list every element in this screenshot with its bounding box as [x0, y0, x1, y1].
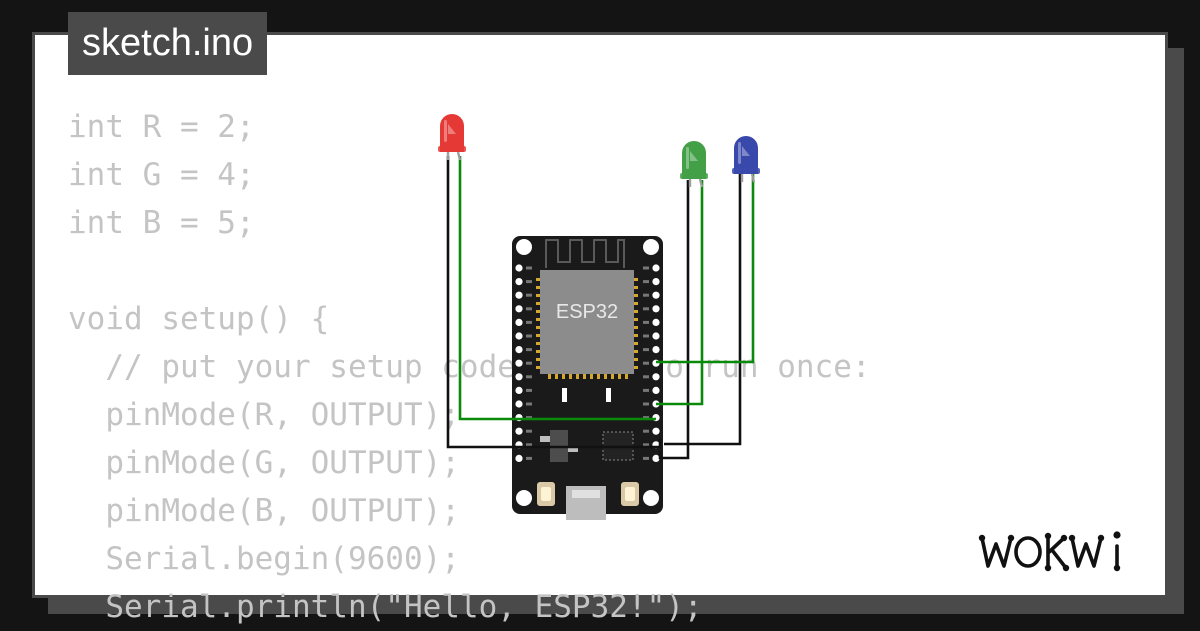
pin-hole-right[interactable] — [652, 373, 660, 381]
pin-hole-right[interactable] — [652, 346, 660, 354]
code-line: pinMode(B, OUTPUT); — [68, 493, 460, 529]
pin-hole-left[interactable] — [515, 346, 523, 354]
pin-hole-left[interactable] — [515, 318, 523, 326]
pin-hole-right[interactable] — [652, 386, 660, 394]
pin-hole-left[interactable] — [515, 427, 523, 435]
pin-hole-right[interactable] — [652, 427, 660, 435]
wires — [446, 156, 755, 460]
wokwi-logo[interactable] — [976, 526, 1152, 578]
code-line: Serial.begin(9600); — [68, 541, 460, 577]
code-line: Serial.println("Hello, ESP32!"); — [68, 589, 703, 625]
code-line: int G = 4; — [68, 157, 255, 193]
wire-green-signal — [656, 180, 704, 406]
wire-blue-gnd — [664, 172, 742, 446]
code-line: void setup() { — [68, 301, 330, 337]
pin-hole-right[interactable] — [652, 278, 660, 286]
pin-hole-left[interactable] — [515, 264, 523, 272]
chip-label: ESP32 — [556, 301, 618, 323]
pin-hole-left[interactable] — [515, 454, 523, 462]
wire-red-gnd — [446, 156, 662, 449]
pin-hole-left[interactable] — [515, 278, 523, 286]
code-line: int B = 5; — [68, 205, 255, 241]
pin-hole-left[interactable] — [515, 305, 523, 313]
pin-hole-left[interactable] — [515, 373, 523, 381]
led-blue[interactable] — [732, 136, 760, 183]
pin-hole-right[interactable] — [652, 454, 660, 462]
pin-hole-right[interactable] — [652, 264, 660, 272]
code-line: pinMode(R, OUTPUT); — [68, 397, 460, 433]
pin-hole-left[interactable] — [515, 359, 523, 367]
pin-hole-left[interactable] — [515, 291, 523, 299]
code-line: pinMode(G, OUTPUT); — [68, 445, 460, 481]
pin-hole-right[interactable] — [652, 332, 660, 340]
esp32-board[interactable]: ESP32 — [512, 236, 663, 520]
pin-hole-right[interactable] — [652, 318, 660, 326]
pin-hole-right[interactable] — [652, 305, 660, 313]
led-red[interactable] — [438, 114, 466, 161]
wire-green-gnd — [658, 180, 690, 460]
pin-hole-left[interactable] — [515, 386, 523, 394]
wire-blue-signal — [656, 172, 755, 364]
pin-hole-right[interactable] — [652, 291, 660, 299]
wire-red-signal — [458, 156, 656, 421]
pin-hole-left[interactable] — [515, 332, 523, 340]
led-green[interactable] — [680, 141, 708, 188]
code-line: int R = 2; — [68, 109, 255, 145]
esp32-chip — [540, 270, 634, 374]
file-name-tab[interactable]: sketch.ino — [68, 12, 268, 75]
pin-hole-left[interactable] — [515, 400, 523, 408]
